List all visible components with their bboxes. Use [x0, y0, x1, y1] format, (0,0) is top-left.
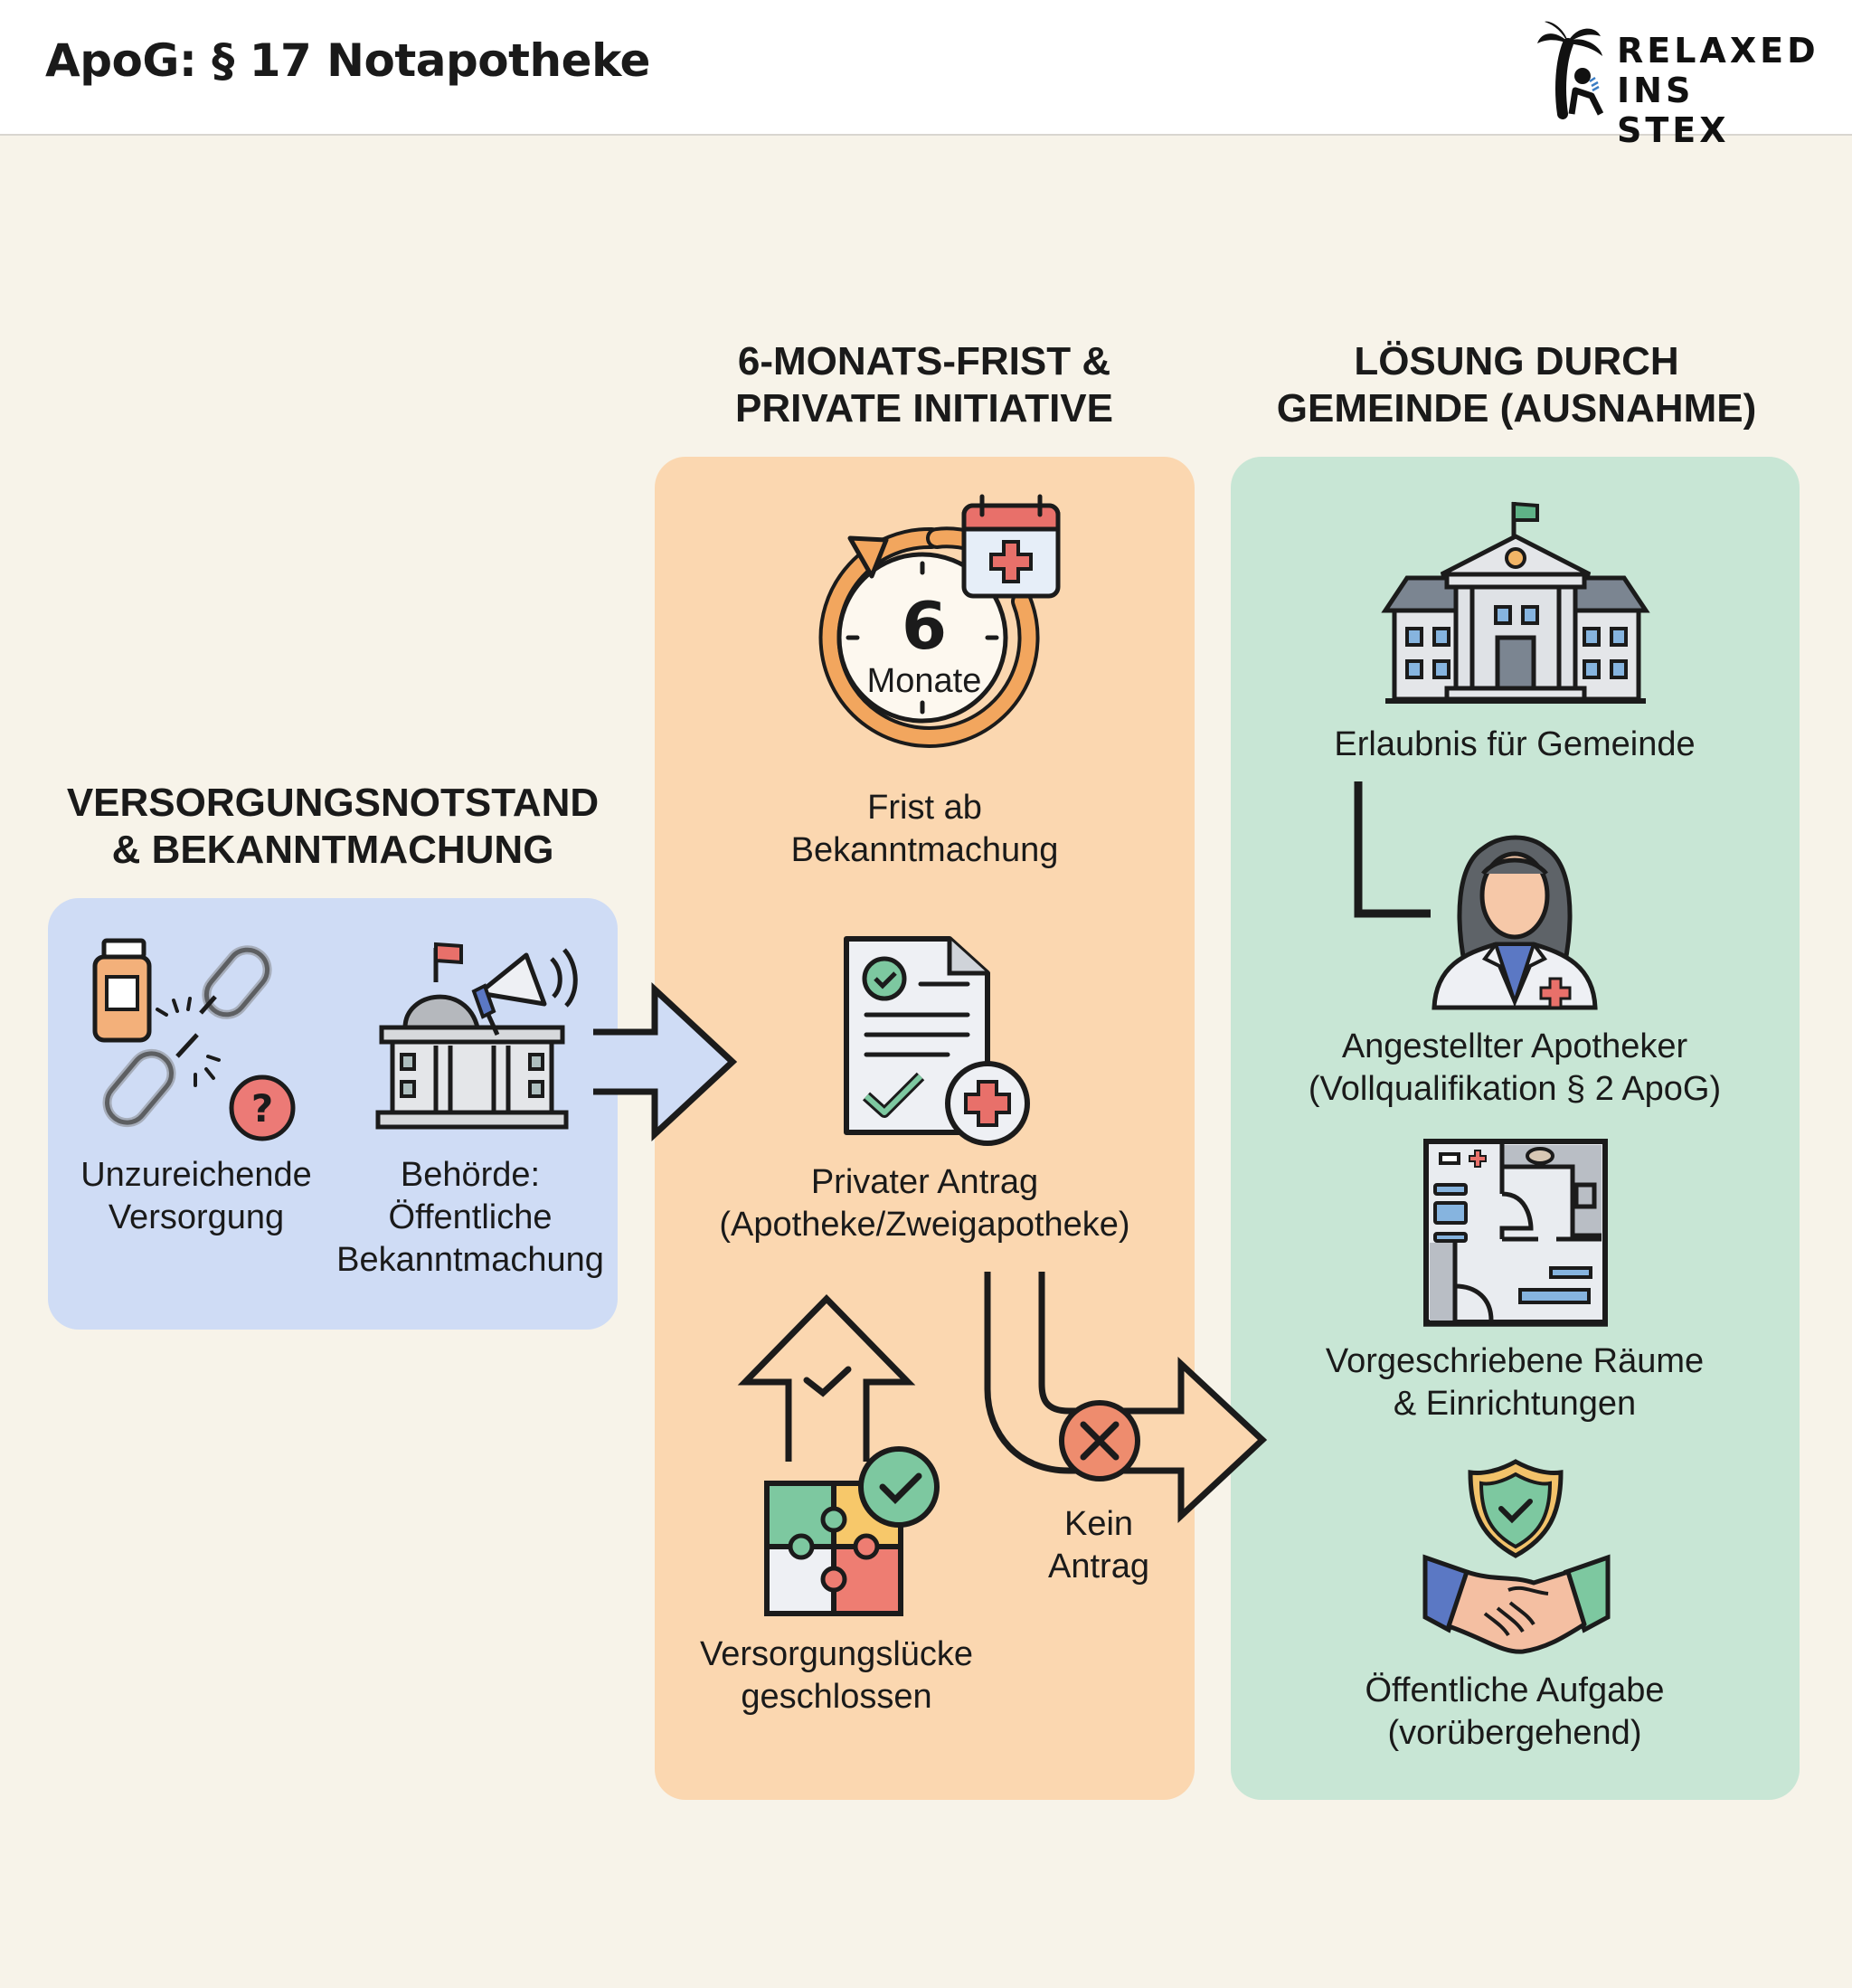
label-line: Versorgung [108, 1198, 285, 1236]
stage-3-item-4-label: Öffentliche Aufgabe (vorübergehend) [1234, 1670, 1795, 1755]
svg-text:?: ? [251, 1086, 273, 1131]
town-hall-icon [1381, 501, 1650, 704]
stage-1-item-1-label: Unzureichende Versorgung [56, 1154, 336, 1239]
stage-2-item-4-label: Kein Antrag [1004, 1503, 1194, 1588]
stage-2-item-3-label: Versorgungslücke geschlossen [660, 1633, 1013, 1718]
label-line: Behörde: [400, 1156, 541, 1194]
handshake-shield-icon [1422, 1459, 1611, 1654]
connector-line-icon [1354, 781, 1431, 918]
calendar-medical-icon [961, 494, 1061, 599]
palm-tree-person-icon [1537, 21, 1604, 119]
label-line: Antrag [1048, 1548, 1149, 1586]
arrow-up-check-icon [737, 1293, 916, 1462]
logo-text-line1: RELAXED [1617, 31, 1819, 71]
puzzle-check-icon [764, 1446, 940, 1616]
label-line: Privater Antrag [810, 1163, 1039, 1201]
arrow-right-icon [593, 981, 738, 1142]
logo-text-line2: INS STEX [1617, 71, 1730, 150]
stage-3-item-2-label: Angestellter Apotheker (Vollqualifikatio… [1234, 1026, 1795, 1111]
application-document-icon [844, 936, 1030, 1146]
label-line: Erlaubnis für Gemeinde [1334, 725, 1696, 763]
label-line: Angestellter Apotheker [1341, 1027, 1688, 1065]
stage-3-item-1-label: Erlaubnis für Gemeinde [1234, 724, 1795, 766]
pharmacist-icon [1432, 835, 1598, 1010]
brand-logo[interactable]: RELAXED INS STEX [1535, 16, 1816, 150]
label-line: Bekanntmachung [790, 831, 1059, 869]
stage-3-heading: LÖSUNG DURCH GEMEINDE (AUSNAHME) [1227, 338, 1806, 432]
label-line: Frist ab [867, 789, 982, 827]
arrow-no-application-icon [984, 1272, 1268, 1524]
label-line: (vorübergehend) [1387, 1714, 1642, 1752]
stage-1-heading-line1: VERSORGUNGSNOTSTAND [66, 781, 600, 825]
stage-3-heading-line2: GEMEINDE (AUSNAHME) [1276, 386, 1757, 431]
floor-plan-icon [1423, 1139, 1608, 1327]
timer-number: 6 [902, 588, 947, 664]
page-title: ApoG: § 17 Notapotheke [45, 34, 650, 87]
page-header: ApoG: § 17 Notapotheke RELAXED INS STEX [0, 0, 1852, 150]
timer-unit: Monate [867, 662, 982, 700]
stage-1-heading: VERSORGUNGSNOTSTAND & BEKANNTMACHUNG [43, 780, 622, 874]
broken-chain-medicine-icon: ? [92, 938, 296, 1141]
stage-2-heading-line1: 6-MONATS-FRIST & [737, 339, 1111, 383]
label-line: Kein [1063, 1505, 1134, 1543]
label-line: (Vollqualifikation § 2 ApoG) [1308, 1070, 1722, 1108]
label-line: Bekanntmachung [336, 1241, 604, 1279]
six-month-timer-icon: 6 Monate [818, 494, 1061, 748]
stage-3-item-3-label: Vorgeschriebene Räume & Einrichtungen [1234, 1340, 1795, 1425]
label-line: Öffentliche [388, 1198, 553, 1236]
label-line: & Einrichtungen [1393, 1385, 1637, 1423]
stage-1-item-2-label: Behörde: Öffentliche Bekanntmachung [317, 1154, 624, 1282]
label-line: geschlossen [741, 1678, 932, 1716]
stage-2-heading: 6-MONATS-FRIST & PRIVATE INITIATIVE [653, 338, 1195, 432]
stage-1-heading-line2: & BEKANNTMACHUNG [111, 828, 554, 872]
label-line: Vorgeschriebene Räume [1325, 1342, 1705, 1380]
stage-2-item-2-label: Privater Antrag (Apotheke/Zweigapotheke) [660, 1161, 1189, 1246]
label-line: Unzureichende [80, 1156, 312, 1194]
government-megaphone-icon [375, 942, 578, 1130]
label-line: (Apotheke/Zweigapotheke) [719, 1206, 1130, 1244]
stage-3-heading-line1: LÖSUNG DURCH [1354, 339, 1679, 383]
label-line: Öffentliche Aufgabe [1365, 1671, 1665, 1709]
label-line: Versorgungslücke [699, 1635, 974, 1673]
stage-2-item-1-label: Frist ab Bekanntmachung [660, 787, 1189, 872]
stage-2-heading-line2: PRIVATE INITIATIVE [734, 386, 1114, 431]
